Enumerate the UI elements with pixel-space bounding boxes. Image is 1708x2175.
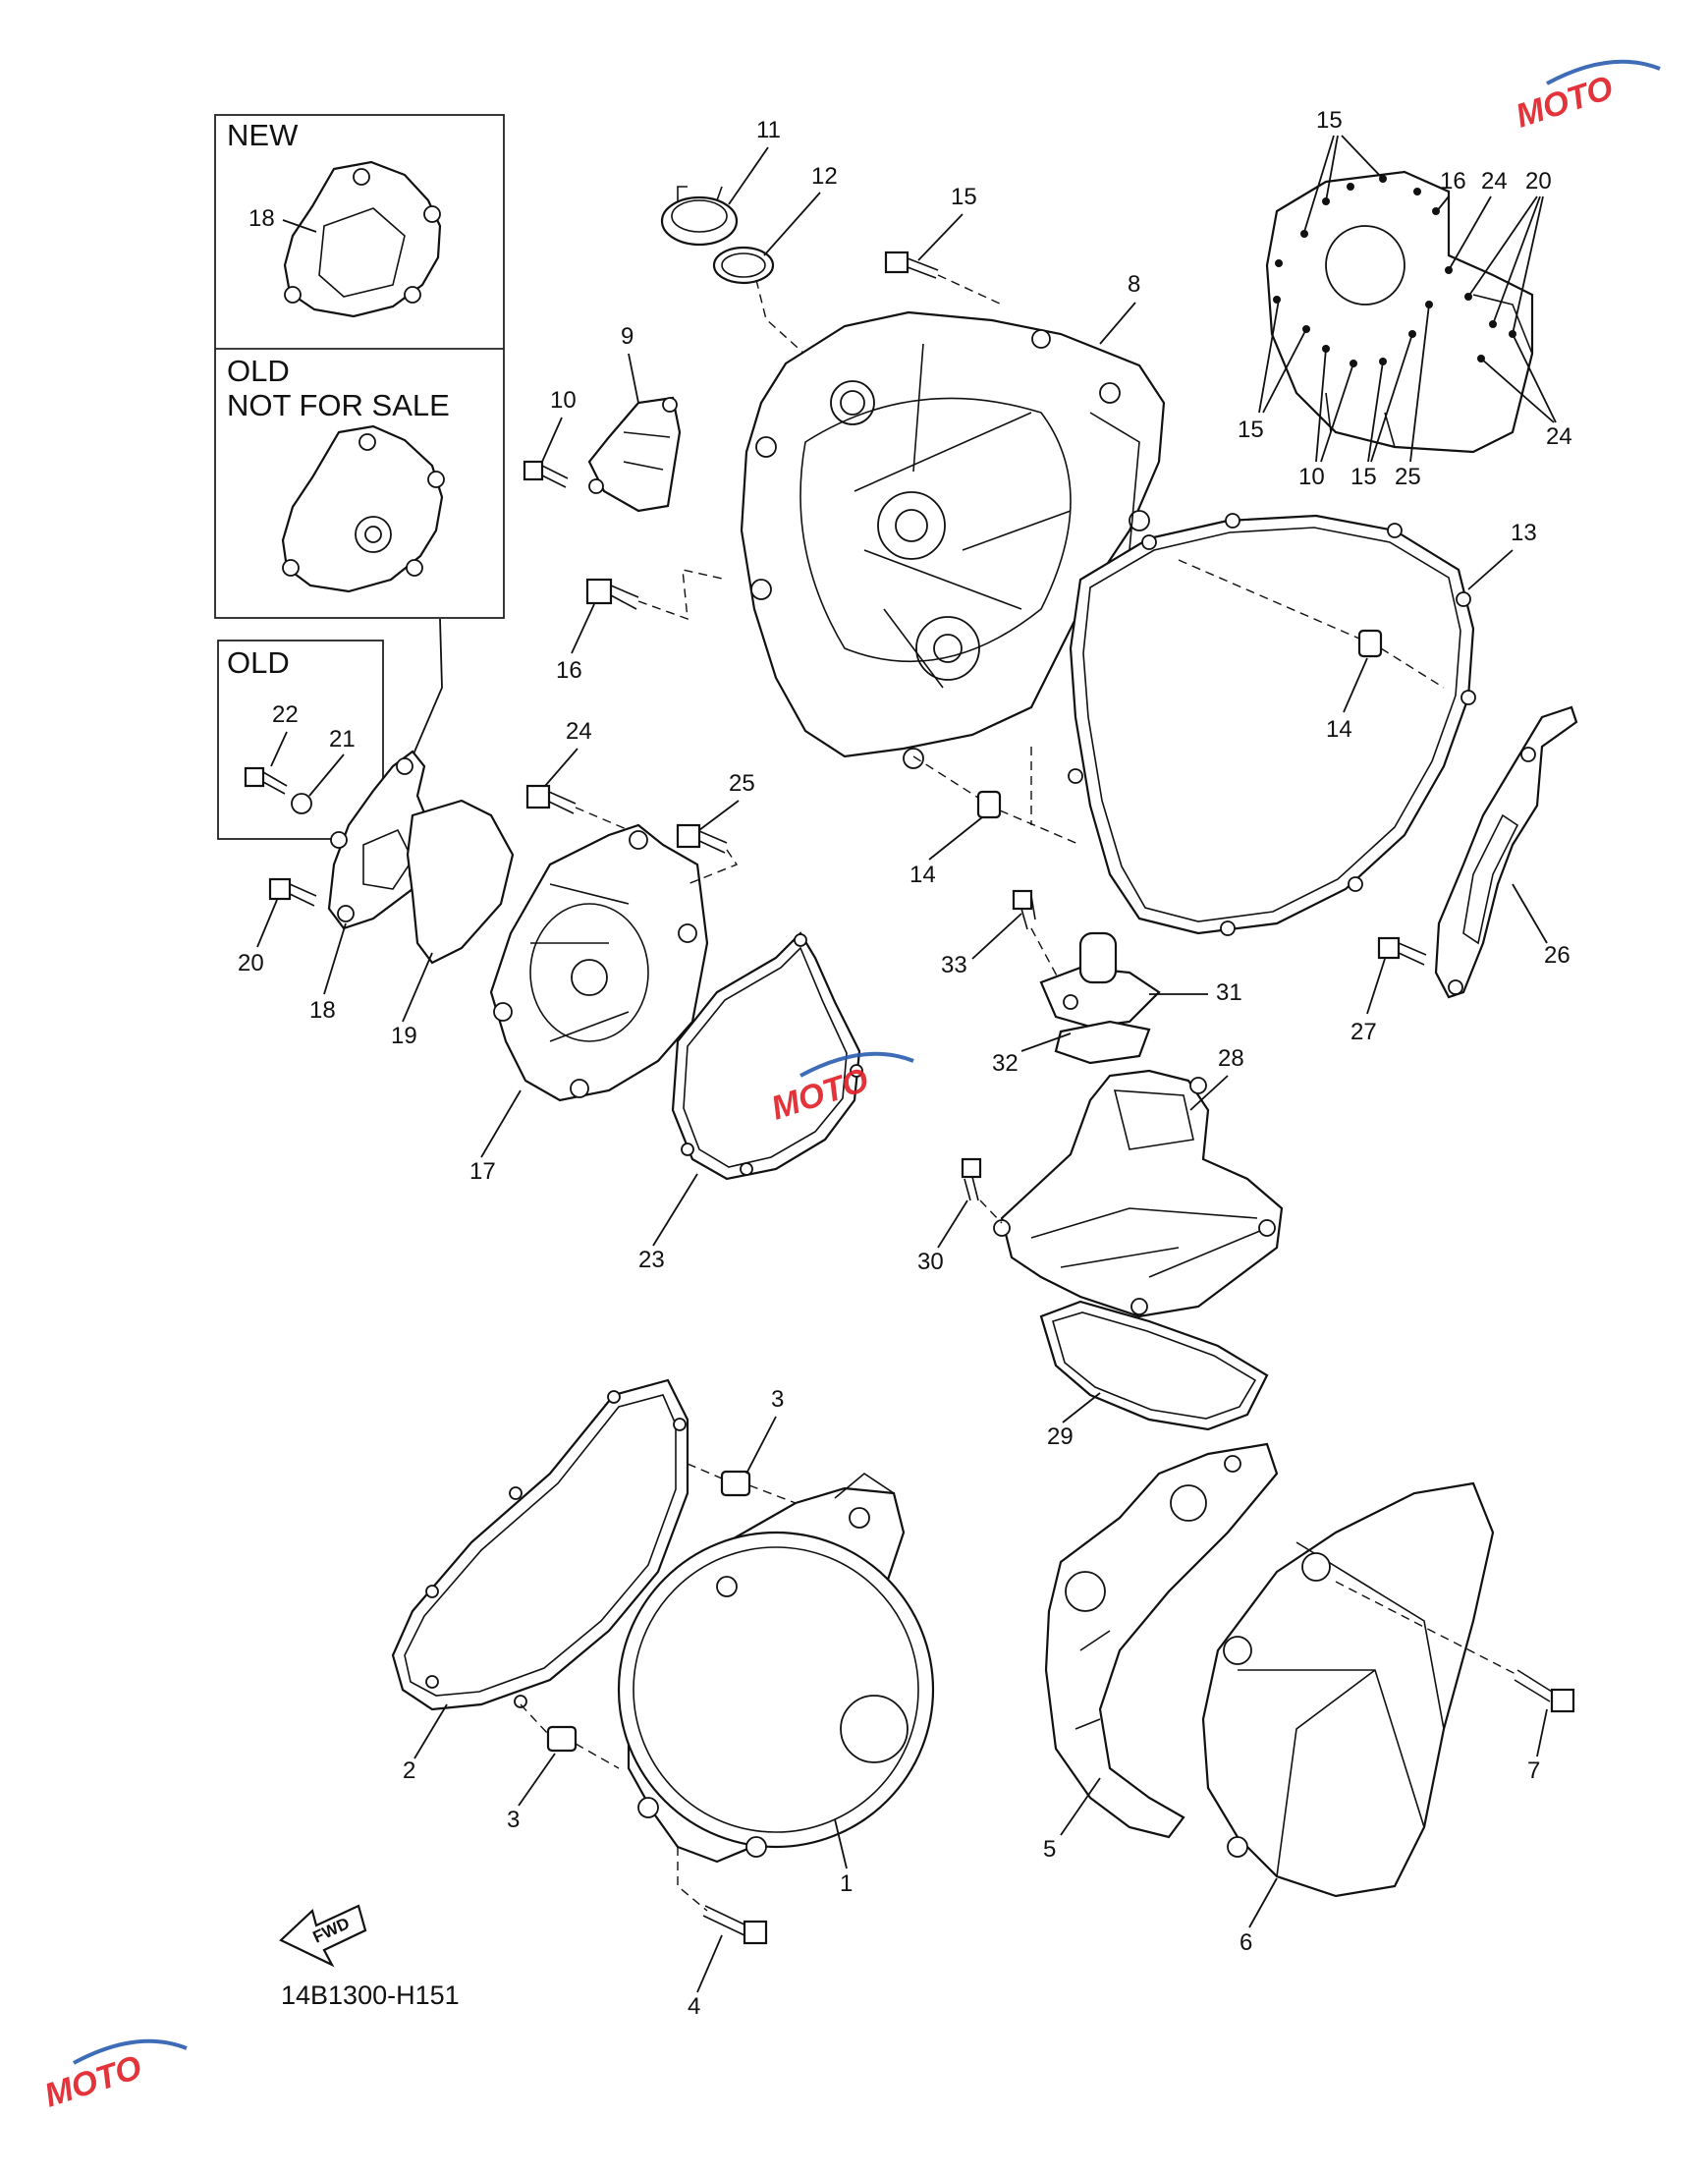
callout-13: 13 — [1511, 520, 1537, 546]
part-28-oil-pan — [993, 1069, 1284, 1318]
dowel-14-lower — [976, 790, 1002, 819]
callout-26: 26 — [1544, 942, 1570, 969]
callout-3-upper: 3 — [771, 1386, 784, 1413]
bolt-27 — [1377, 936, 1427, 966]
fwd-arrow: FWD — [279, 1904, 367, 1968]
part-32-o-ring — [1054, 1020, 1151, 1065]
part-1-generator-cover — [617, 1473, 935, 1864]
diagram-code: 14B1300-H151 — [281, 1980, 460, 2010]
water-pump-cover-new — [283, 160, 442, 318]
detail-callout-15-left: 15 — [1238, 417, 1264, 443]
part-33-bolt — [1012, 889, 1036, 930]
part-31-strainer — [1039, 931, 1161, 1029]
inset-new-title: NEW — [227, 118, 299, 152]
callout-22: 22 — [272, 701, 299, 728]
part-11-oil-filler — [660, 186, 739, 247]
callout-3-lower: 3 — [507, 1807, 520, 1833]
callout-4: 4 — [688, 1993, 700, 2020]
bolt-15 — [884, 251, 939, 279]
callout-7: 7 — [1527, 1757, 1540, 1784]
callout-18: 18 — [309, 997, 336, 1024]
inset-old-small-title: OLD — [227, 645, 290, 680]
watermark-logo-top-right: MOTO — [1512, 59, 1661, 136]
callout-20: 20 — [238, 950, 264, 976]
dowel-14-upper — [1357, 629, 1383, 658]
callout-27: 27 — [1350, 1019, 1377, 1045]
callout-29: 29 — [1047, 1423, 1074, 1450]
bolt-4 — [702, 1905, 768, 1945]
part-9-breather — [587, 396, 682, 513]
part-23-gasket — [671, 931, 863, 1181]
bolt-16 — [585, 578, 639, 610]
callout-11: 11 — [756, 117, 781, 143]
part-30-bolt — [961, 1157, 982, 1201]
inset-box-new-old: NEW OLD NOT FOR SALE 18 — [214, 114, 505, 619]
dowel-3-lower — [546, 1725, 578, 1753]
part-29-gasket — [1039, 1300, 1269, 1431]
inset-old-title: OLD — [227, 354, 290, 388]
bolt-25 — [676, 823, 728, 854]
bolt-10 — [523, 460, 569, 488]
callout-17: 17 — [469, 1158, 496, 1185]
detail-callout-15-bottom: 15 — [1350, 464, 1377, 490]
callout-6: 6 — [1240, 1929, 1252, 1956]
part-26-plate — [1434, 705, 1578, 999]
washer-21 — [291, 793, 312, 814]
watermark-logo-bottom-left: MOTO — [40, 2038, 188, 2115]
detail-callout-16: 16 — [1440, 168, 1466, 195]
callout-15: 15 — [951, 184, 977, 210]
callout-28: 28 — [1218, 1045, 1244, 1072]
part-17-housing — [489, 823, 709, 1102]
callout-14-upper: 14 — [1326, 716, 1352, 743]
part-18-cover — [327, 750, 439, 930]
callout-25: 25 — [729, 770, 755, 797]
callout-2: 2 — [403, 1757, 415, 1784]
detail-callout-20: 20 — [1525, 168, 1552, 195]
detail-callout-25: 25 — [1395, 464, 1421, 490]
callout-16: 16 — [556, 657, 582, 684]
callout-32: 32 — [992, 1050, 1019, 1077]
part-12-o-ring — [712, 246, 775, 285]
callout-21: 21 — [329, 726, 356, 753]
inset-box-old-small: OLD 22 21 — [217, 640, 384, 840]
callout-14-lower: 14 — [909, 862, 936, 888]
callout-18-new: 18 — [248, 205, 275, 232]
callout-5: 5 — [1043, 1836, 1056, 1863]
detail-callout-10: 10 — [1298, 464, 1325, 490]
bolt-20 — [268, 877, 317, 907]
part-2-gasket — [391, 1378, 689, 1711]
callout-19: 19 — [391, 1023, 417, 1049]
callout-12: 12 — [811, 163, 838, 190]
callout-10: 10 — [550, 387, 577, 414]
callout-24: 24 — [566, 718, 592, 745]
callout-33: 33 — [941, 952, 967, 978]
part-19-gasket — [406, 799, 515, 965]
callout-1: 1 — [840, 1870, 853, 1897]
callout-9: 9 — [621, 323, 634, 350]
bolt-24 — [525, 784, 577, 814]
bolt-22 — [244, 766, 288, 795]
part-13-gasket — [1068, 513, 1476, 936]
callout-30: 30 — [917, 1249, 944, 1275]
part-8-crankcase-cover — [740, 310, 1166, 769]
detail-callout-24-top: 24 — [1481, 168, 1508, 195]
part-5-cover — [1044, 1442, 1279, 1839]
callout-8: 8 — [1128, 271, 1140, 298]
part-6-cover — [1201, 1481, 1495, 1898]
callout-31: 31 — [1216, 979, 1242, 1006]
inset-not-for-sale: NOT FOR SALE — [227, 388, 450, 422]
detail-callout-15-top: 15 — [1316, 107, 1343, 134]
callout-23: 23 — [638, 1247, 665, 1273]
detail-callout-24-right: 24 — [1546, 423, 1572, 450]
svg-text:MOTO: MOTO — [1512, 69, 1618, 135]
bolt-7 — [1514, 1669, 1575, 1713]
svg-text:MOTO: MOTO — [40, 2048, 146, 2114]
water-pump-cover-old — [281, 424, 445, 593]
detail-bolt-pattern — [1265, 170, 1534, 454]
dowel-3-upper — [720, 1470, 751, 1497]
